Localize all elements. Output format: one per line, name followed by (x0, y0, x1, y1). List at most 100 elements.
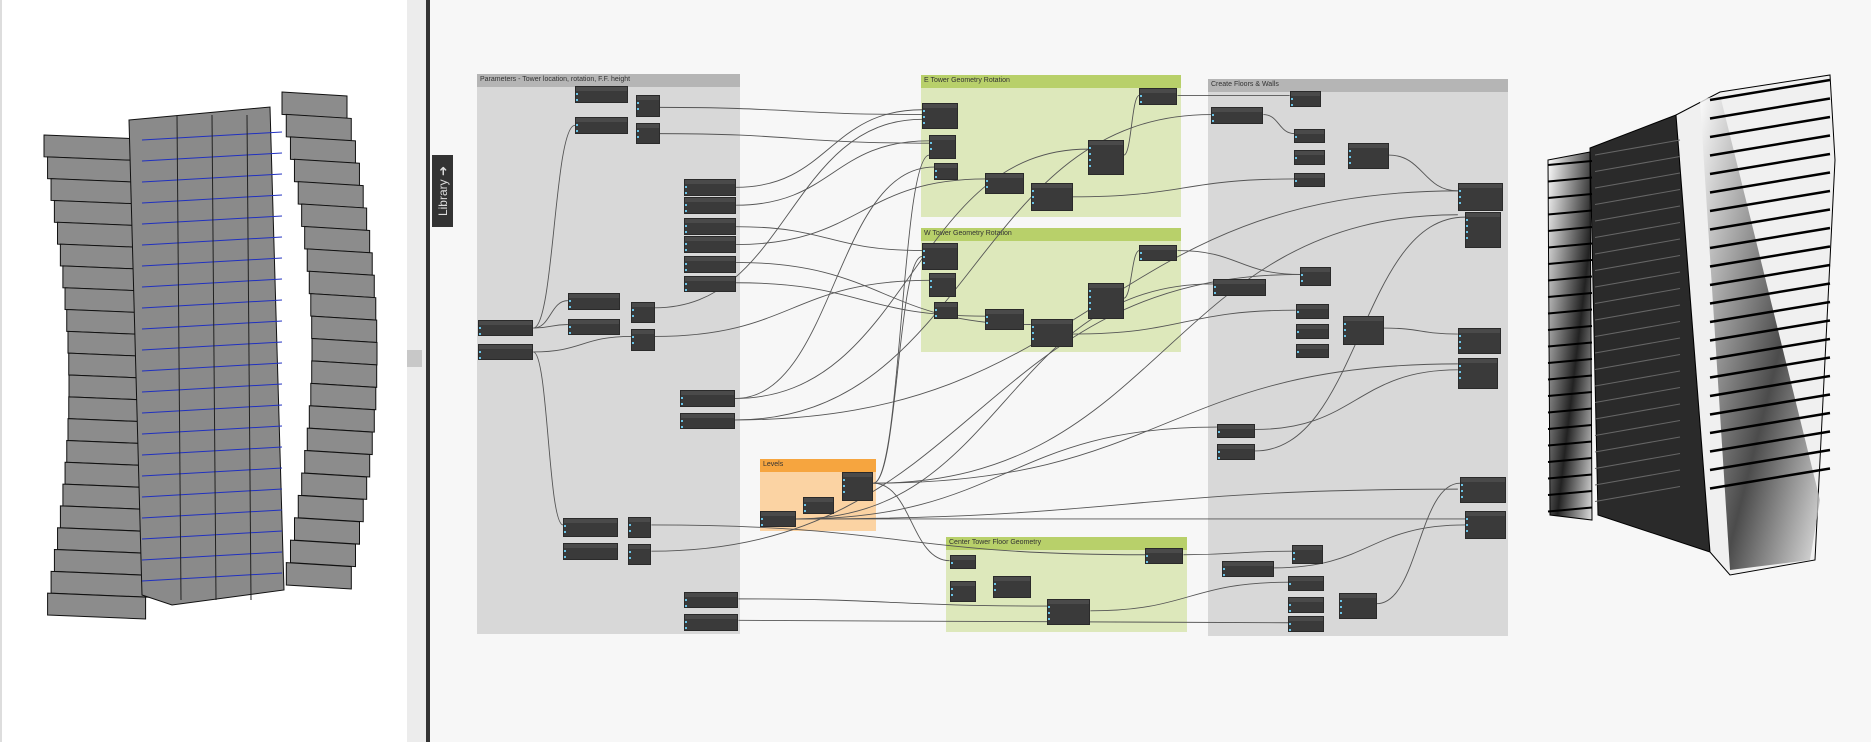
graph-node[interactable] (563, 542, 618, 560)
input-port[interactable] (684, 627, 687, 630)
input-port[interactable] (950, 587, 953, 590)
group-parameters[interactable]: Parameters - Tower location, rotation, F… (477, 74, 740, 634)
input-port[interactable] (628, 551, 631, 553)
input-port[interactable] (1031, 337, 1034, 340)
input-port[interactable] (1466, 517, 1468, 520)
input-port[interactable] (930, 147, 933, 150)
input-port[interactable] (1089, 307, 1092, 310)
3d-background-preview[interactable] (0, 0, 407, 742)
panel-splitter[interactable] (407, 0, 427, 742)
graph-node[interactable] (635, 122, 660, 145)
input-port[interactable] (1466, 523, 1468, 526)
input-port[interactable] (1301, 274, 1304, 277)
input-port[interactable] (576, 123, 579, 126)
input-port[interactable] (564, 555, 567, 558)
group-floors-walls[interactable]: Create Floors & Walls (1208, 79, 1508, 636)
graph-node[interactable] (842, 472, 874, 502)
input-port[interactable] (986, 315, 989, 318)
graph-node[interactable] (1295, 304, 1329, 319)
input-port[interactable] (636, 102, 639, 105)
input-port[interactable] (993, 589, 996, 592)
input-port[interactable] (1295, 135, 1298, 138)
input-port[interactable] (1289, 603, 1292, 606)
input-port[interactable] (1466, 231, 1468, 234)
input-port[interactable] (1293, 552, 1296, 555)
graph-node[interactable] (1457, 357, 1499, 389)
input-port[interactable] (803, 504, 806, 507)
graph-node[interactable] (631, 329, 655, 351)
graph-node[interactable] (1288, 596, 1325, 614)
graph-node[interactable] (1216, 443, 1256, 461)
graph-node[interactable] (992, 576, 1031, 598)
input-port[interactable] (803, 510, 806, 513)
input-port[interactable] (568, 306, 571, 309)
input-port[interactable] (986, 185, 989, 188)
graph-node[interactable] (1294, 172, 1326, 188)
input-port[interactable] (636, 135, 639, 138)
input-port[interactable] (1296, 331, 1299, 334)
input-port[interactable] (950, 593, 953, 596)
graph-node[interactable] (1292, 545, 1324, 565)
graph-node[interactable] (1465, 510, 1506, 540)
input-port[interactable] (993, 583, 996, 586)
input-port[interactable] (1458, 364, 1461, 367)
input-port[interactable] (1146, 560, 1149, 563)
graph-node[interactable] (1348, 143, 1389, 170)
input-port[interactable] (1289, 622, 1292, 625)
input-port[interactable] (1466, 225, 1468, 228)
input-port[interactable] (628, 523, 631, 526)
input-port[interactable] (1349, 150, 1352, 153)
input-port[interactable] (930, 280, 933, 283)
input-port[interactable] (684, 209, 687, 212)
graph-node[interactable] (1139, 88, 1178, 105)
input-port[interactable] (1031, 325, 1034, 328)
graph-node[interactable] (1030, 318, 1073, 348)
input-port[interactable] (760, 517, 763, 520)
input-port[interactable] (923, 115, 926, 118)
input-port[interactable] (576, 98, 579, 101)
input-port[interactable] (1089, 152, 1092, 155)
graph-node[interactable] (1213, 279, 1266, 296)
input-port[interactable] (1222, 573, 1225, 576)
graph-node[interactable] (1288, 615, 1325, 633)
input-port[interactable] (479, 332, 482, 335)
input-port[interactable] (1140, 251, 1143, 254)
graph-node[interactable] (1294, 150, 1326, 165)
graph-node[interactable] (1221, 560, 1275, 578)
input-port[interactable] (843, 479, 846, 482)
graph-node[interactable] (683, 256, 737, 274)
input-port[interactable] (1048, 605, 1051, 608)
input-port[interactable] (684, 621, 687, 624)
graph-node[interactable] (949, 554, 976, 570)
input-port[interactable] (1289, 628, 1292, 631)
graph-node[interactable] (1088, 282, 1124, 319)
input-port[interactable] (1339, 599, 1342, 602)
input-port[interactable] (1217, 430, 1220, 433)
graph-node[interactable] (683, 591, 739, 609)
input-port[interactable] (632, 314, 635, 317)
input-port[interactable] (632, 336, 635, 339)
input-port[interactable] (1089, 301, 1092, 304)
input-port[interactable] (1089, 158, 1092, 161)
input-port[interactable] (1214, 292, 1217, 295)
input-port[interactable] (923, 250, 926, 253)
graph-node[interactable] (683, 236, 737, 253)
input-port[interactable] (1031, 189, 1034, 192)
input-port[interactable] (1458, 376, 1461, 379)
input-port[interactable] (1290, 97, 1293, 100)
input-port[interactable] (1089, 295, 1092, 298)
input-port[interactable] (760, 523, 763, 526)
input-port[interactable] (576, 92, 579, 95)
library-toggle-button[interactable]: Library ➜ (432, 155, 453, 227)
input-port[interactable] (1349, 162, 1352, 165)
input-port[interactable] (1089, 146, 1092, 149)
input-port[interactable] (636, 108, 639, 111)
input-port[interactable] (681, 425, 683, 428)
input-port[interactable] (684, 191, 687, 194)
input-port[interactable] (930, 286, 933, 289)
input-port[interactable] (684, 203, 687, 206)
input-port[interactable] (923, 121, 926, 124)
input-port[interactable] (1031, 195, 1034, 198)
input-port[interactable] (479, 356, 482, 359)
input-port[interactable] (930, 141, 933, 144)
